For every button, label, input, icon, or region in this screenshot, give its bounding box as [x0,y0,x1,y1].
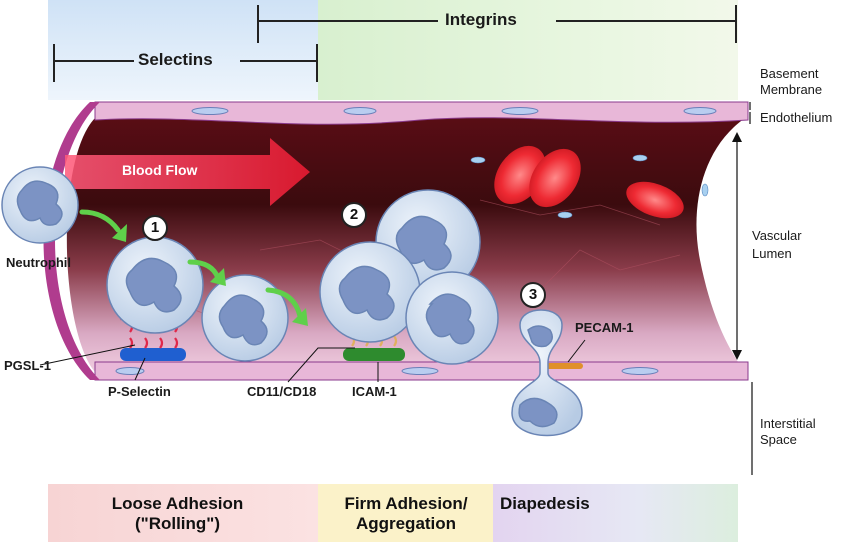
icam-1-label: ICAM-1 [352,384,397,399]
firm-adhesion-title: Firm Adhesion/ [344,494,468,513]
selectins-label: Selectins [138,50,213,69]
lumen-label-line2: Lumen [752,246,792,261]
step-3-badge: 3 [520,282,546,308]
top-vessel-wall [94,101,749,125]
integrins-label: Integrins [445,10,517,29]
selectins-band [48,0,318,100]
pecam-1-label: PECAM-1 [575,320,634,335]
interstitial-label-line1: Interstitial [760,416,816,431]
pgsl-1-label: PGSL-1 [4,358,51,373]
aggregation-subtitle: Aggregation [355,514,457,533]
endothelium-label: Endothelium [760,110,833,125]
rolling-band [48,484,318,542]
integrins-band [318,0,738,100]
loose-adhesion-title: Loose Adhesion [111,494,244,513]
rolling-subtitle: ("Rolling") [134,514,221,533]
integrins-bracket-right [556,20,736,22]
vessel-opening [696,118,760,372]
diapedesis-title: Diapedesis [500,494,590,513]
icam-1-molecule [343,348,405,361]
neutrophil-cells [1,166,583,437]
selectins-tick-right [316,44,318,82]
basement-label-line2: Membrane [760,82,823,97]
integrins-bracket-left [258,20,438,22]
blood-flow-label: Blood Flow [122,162,198,178]
neutrophil-label: Neutrophil [6,255,71,270]
selectins-tick-left [53,44,55,82]
interstitial-label-line2: Space [760,432,797,447]
p-selectin-label: P-Selectin [108,384,171,399]
cd11-cd18-label: CD11/CD18 [247,384,317,399]
basement-label-line1: Basement [760,66,819,81]
red-blood-cells [494,145,684,219]
step-2-badge: 2 [341,202,367,228]
step-1-badge: 1 [142,215,168,241]
selectins-bracket-left [54,60,134,62]
p-selectin-molecule [120,348,186,361]
lumen-label-line1: Vascular [752,228,802,243]
blood-flow-arrow [65,138,310,206]
integrins-tick-right [735,5,737,43]
selectins-bracket-right [240,60,317,62]
firm-band [318,484,493,542]
pecam-1-molecule [545,363,583,369]
integrins-tick-left [257,5,259,43]
diapedesis-band [493,484,738,542]
